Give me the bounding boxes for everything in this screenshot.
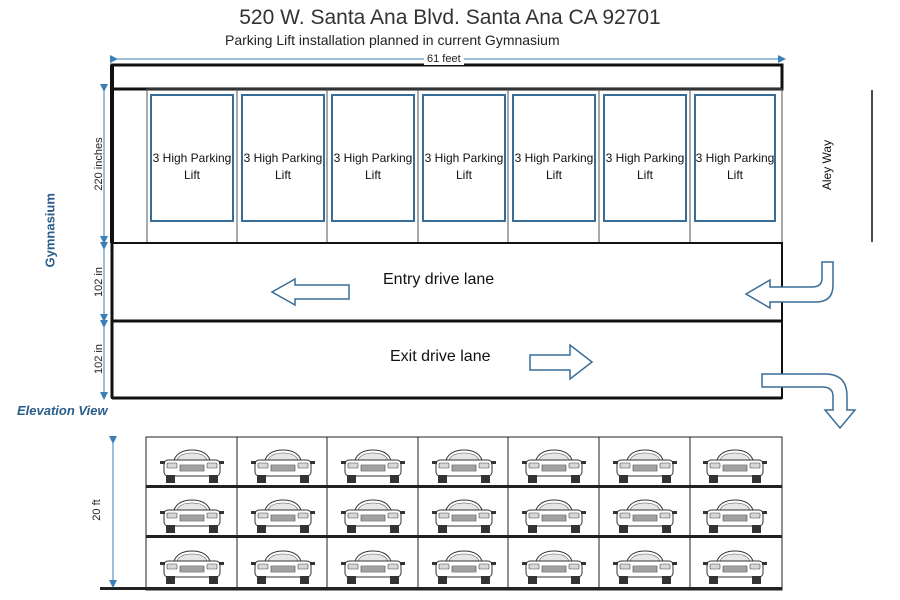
- alley-label: Aley Way: [820, 139, 834, 191]
- page-title: 520 W. Santa Ana Blvd. Santa Ana CA 9270…: [239, 6, 661, 29]
- lift-label-line1: 3 High Parking: [333, 151, 413, 165]
- lift-platform: [603, 94, 687, 222]
- lift-label-line2: Lift: [364, 168, 381, 182]
- car-icon: [703, 499, 767, 533]
- car-icon: [522, 550, 586, 584]
- lift-label-line1: 3 High Parking: [424, 151, 504, 165]
- car-icon: [251, 550, 315, 584]
- car-icon: [432, 449, 496, 483]
- lift-label-line2: Lift: [545, 168, 562, 182]
- lift-label-line2: Lift: [183, 168, 200, 182]
- lift-label-line1: 3 High Parking: [152, 151, 232, 165]
- lift-label-line1: 3 High Parking: [605, 151, 685, 165]
- car-icon: [703, 550, 767, 584]
- page-subtitle: Parking Lift installation planned in cur…: [225, 32, 560, 48]
- car-icon: [251, 499, 315, 533]
- lift-label-line1: 3 High Parking: [243, 151, 323, 165]
- car-icon: [341, 550, 405, 584]
- entry-lane-label: Entry drive lane: [383, 271, 495, 288]
- parked-cars: [160, 449, 767, 584]
- car-icon: [613, 499, 677, 533]
- lift-label-line1: 3 High Parking: [695, 151, 775, 165]
- lift-depth-label: 220 inches: [93, 137, 105, 191]
- lift-label-line2: Lift: [455, 168, 472, 182]
- elevation-frame: [100, 436, 783, 591]
- car-icon: [341, 499, 405, 533]
- outgoing-curve-arrow: [761, 373, 857, 430]
- elevation-view-title: Elevation View: [17, 403, 108, 418]
- lift-label-line2: Lift: [726, 168, 743, 182]
- exit-lane-width-label: 102 in: [93, 344, 105, 374]
- car-icon: [160, 499, 224, 533]
- gymnasium-label: Gymnasium: [42, 193, 58, 268]
- lift-platform: [150, 94, 234, 222]
- car-icon: [432, 499, 496, 533]
- car-icon: [613, 449, 677, 483]
- exit-direction-arrow: [529, 343, 594, 381]
- car-icon: [160, 550, 224, 584]
- car-icon: [703, 449, 767, 483]
- bay-dividers: [236, 89, 691, 243]
- car-icon: [613, 550, 677, 584]
- car-icon: [522, 449, 586, 483]
- car-icon: [341, 449, 405, 483]
- lift-platform: [422, 94, 506, 222]
- lift-platforms: [150, 94, 776, 222]
- lift-label-line2: Lift: [274, 168, 291, 182]
- elevation-height-label: 20 ft: [91, 499, 103, 521]
- width-dimension-label: 61 feet: [424, 53, 464, 65]
- lift-platform: [512, 94, 596, 222]
- car-icon: [432, 550, 496, 584]
- car-icon: [522, 499, 586, 533]
- lift-platform: [241, 94, 325, 222]
- lift-label-line2: Lift: [636, 168, 653, 182]
- lift-label-line1: 3 High Parking: [514, 151, 594, 165]
- lift-bay-wall: [110, 63, 784, 91]
- car-icon: [251, 449, 315, 483]
- entry-lane-width-label: 102 in: [93, 267, 105, 297]
- incoming-curve-arrow: [744, 261, 834, 310]
- lift-platform: [694, 94, 776, 222]
- entry-direction-arrow: [270, 277, 350, 307]
- exit-lane-label: Exit drive lane: [390, 348, 491, 365]
- lift-platform: [331, 94, 415, 222]
- car-icon: [160, 449, 224, 483]
